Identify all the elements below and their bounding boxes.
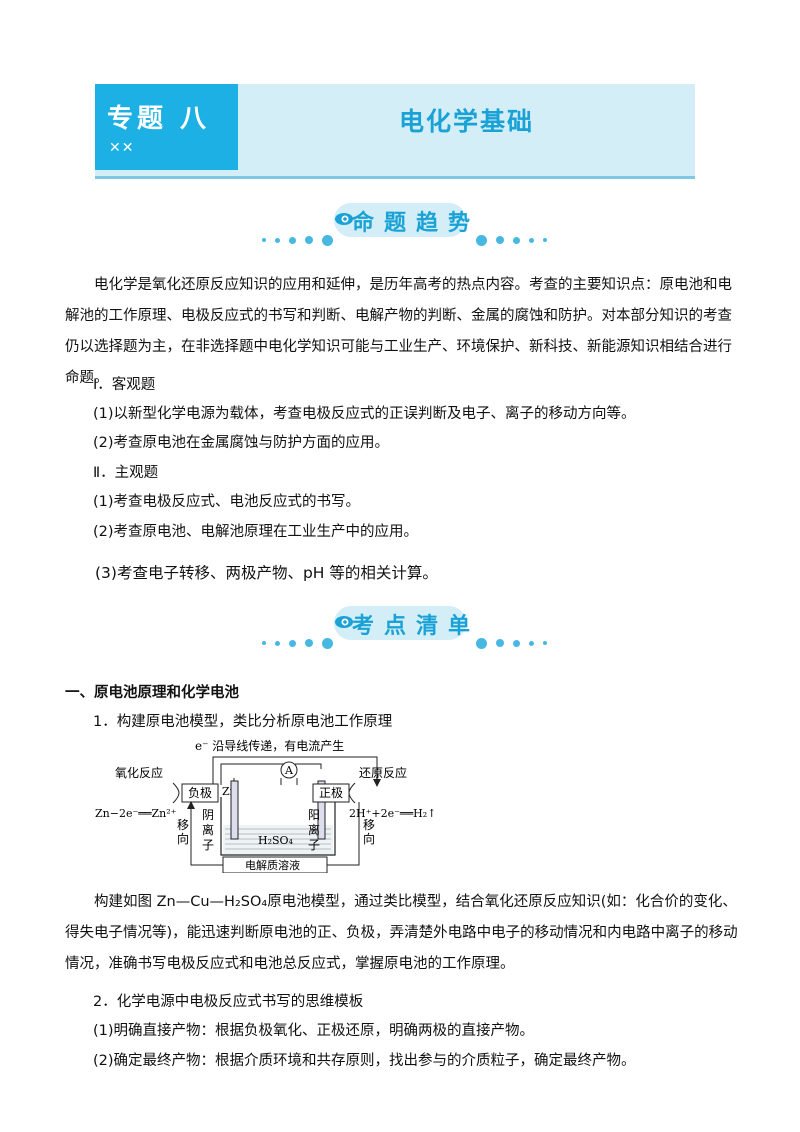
move-right-2: 向 (363, 831, 375, 846)
anion-label-3: 子 (202, 838, 214, 852)
objective-item-1: (1)以新型化学电源为载体，考查电极反应式的正误判断及电子、离子的移动方向等。 (93, 406, 636, 422)
right-brace (348, 782, 356, 804)
cation-label-3: 子 (308, 838, 320, 852)
wire-left (220, 763, 284, 785)
checklist-paragraph-1: 构建如图 Zn—Cu—H₂SO₄原电池模型，通过类比模型，结合氧化还原反应知识(… (65, 894, 738, 972)
cu-electrode (317, 780, 326, 840)
cation-label-2: 离 (308, 822, 320, 837)
zn-electrode (230, 780, 239, 840)
chapter-tag: 专题 八 ✕✕ (95, 84, 238, 170)
oxidation-label: 氧化反应 (115, 765, 163, 780)
subjective-heading: Ⅱ．主观题 (93, 465, 159, 481)
section-head-pill (334, 606, 466, 640)
beaker (220, 797, 336, 856)
checklist-item-2-2: (2)确定最终产物：根据介质环境和共存原则，找出参与的介质粒子，确定最终产物。 (93, 1053, 636, 1069)
anion-label-2: 离 (202, 822, 214, 837)
chapter-title: 电化学基础 (398, 107, 534, 136)
electrolyte-label: 电解质溶液 (245, 858, 300, 872)
move-left-2: 向 (177, 831, 189, 846)
subjective-item-3: (3)考查电子转移、两极产物、pH 等的相关计算。 (95, 564, 438, 582)
section-head-pill (334, 203, 466, 237)
chapter-banner: 专题 八 ✕✕ 电化学基础 (95, 84, 695, 179)
ammeter (280, 761, 298, 779)
checklist-item-1: 1．构建原电池模型，类比分析原电池工作原理 (93, 714, 393, 730)
anion-label-1: 阴 (202, 808, 214, 822)
move-right-1: 移 (363, 818, 375, 832)
objective-heading: Ⅰ．客观题 (93, 377, 156, 393)
trend-intro: 电化学是氧化还原反应知识的应用和延伸，是历年高考的热点内容。考查的主要知识点：原… (65, 277, 732, 386)
anode-label: 负极 (188, 786, 212, 800)
solution-lines (225, 828, 331, 850)
chapter-number: 专题 八 (107, 104, 211, 134)
arrow-head (373, 779, 381, 787)
galvanic-cell-diagram: e⁻ 沿导线传递，有电流产生 A 氧化反应 负极 Zn−2e⁻══Zn²⁺ Zn… (95, 738, 436, 873)
cathode-label: 正极 (319, 786, 343, 800)
anode-box (181, 783, 219, 803)
bottom-right-wire (327, 802, 360, 866)
dots-right (476, 636, 547, 650)
subjective-item-1: (1)考查电极反应式、电池反应式的书写。 (93, 494, 361, 510)
objective-item-2: (2)考查原电池在金属腐蚀与防护方面的应用。 (93, 435, 390, 451)
right-reaction: 2H⁺+2e⁻══H₂↑ (349, 807, 436, 820)
subjective-item-2: (2)考查原电池、电解池原理在工业生产中的应用。 (93, 524, 419, 540)
bottom-left-wire (190, 802, 223, 866)
move-left-1: 移 (177, 818, 189, 832)
left-reaction: Zn−2e⁻══Zn²⁺ (95, 807, 177, 820)
checklist-heading-1: 一、原电池原理和化学电池 (65, 685, 239, 701)
checklist-item-2: 2．化学电源中电极反应式书写的思维模板 (93, 994, 364, 1010)
dots-left (262, 636, 333, 650)
eye-icon (335, 616, 353, 628)
chapter-tag-marks: ✕✕ (109, 140, 135, 156)
wire-right (295, 763, 322, 769)
reduction-label: 还原反应 (359, 765, 407, 780)
checklist-item-2-1: (1)明确直接产物：根据负极氧化、正极还原，明确两极的直接产物。 (93, 1023, 535, 1039)
dots-left (262, 233, 333, 247)
dots-right (476, 233, 547, 247)
arrow-up-left (187, 801, 195, 809)
section-head-checklist: 考点清单 (250, 606, 550, 656)
electron-flow-label: e⁻ 沿导线传递，有电流产生 (195, 738, 344, 753)
section-title: 考点清单 (352, 614, 481, 639)
section-title: 命题趋势 (352, 211, 481, 236)
electrolyte-box (222, 856, 328, 873)
eye-icon (335, 213, 353, 225)
section-head-trend: 命题趋势 (250, 203, 550, 253)
outer-arrow (212, 756, 378, 785)
left-brace (172, 782, 180, 804)
cation-label-1: 阳 (308, 808, 320, 822)
ammeter-label: A (284, 764, 294, 777)
solution-label: H₂SO₄ (258, 834, 294, 847)
